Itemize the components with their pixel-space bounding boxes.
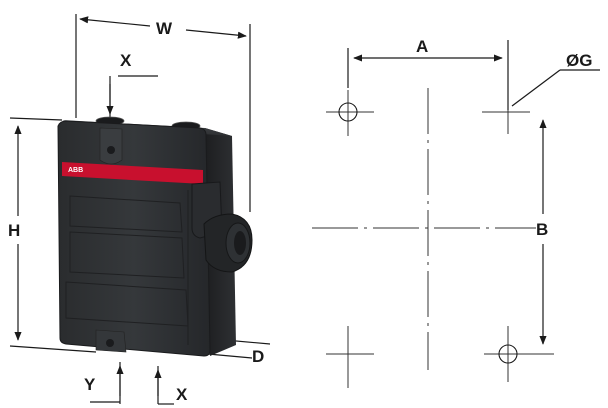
g-leader [511, 69, 561, 107]
depth-extension [207, 353, 253, 359]
label-depth: D [252, 347, 264, 366]
mounting-hole-bottom-left [326, 326, 374, 388]
label-x-bottom: X [176, 385, 188, 404]
label-height: H [8, 221, 20, 240]
label-hole-spacing-a: A [416, 37, 428, 56]
width-arrow-left [79, 16, 151, 27]
screw-top [107, 146, 115, 154]
label-x-top: X [120, 51, 132, 70]
brand-logo-text: ABB [68, 167, 83, 174]
mounting-hole-top-right [482, 110, 530, 134]
mounting-hole-top-left [326, 90, 374, 136]
mounting-hole-bottom-right [484, 326, 554, 382]
handle-knob-center [234, 231, 246, 255]
height-extension-bottom [9, 345, 97, 353]
screw-bottom [106, 339, 114, 347]
label-hole-spacing-b: B [536, 220, 548, 239]
width-arrow-right [185, 29, 247, 39]
mounting-pattern-view: A B ØG [312, 37, 600, 388]
height-extension-top [9, 117, 63, 121]
label-y: Y [84, 375, 96, 394]
label-width: W [156, 19, 173, 38]
enclosure-front [57, 120, 211, 357]
cover-panel-upper [69, 195, 183, 233]
brand-stripe [62, 162, 203, 184]
enclosure-view: ABB W H D X X Y [8, 14, 271, 405]
label-hole-diameter: ØG [566, 51, 592, 70]
cover-panel-middle [69, 231, 185, 279]
